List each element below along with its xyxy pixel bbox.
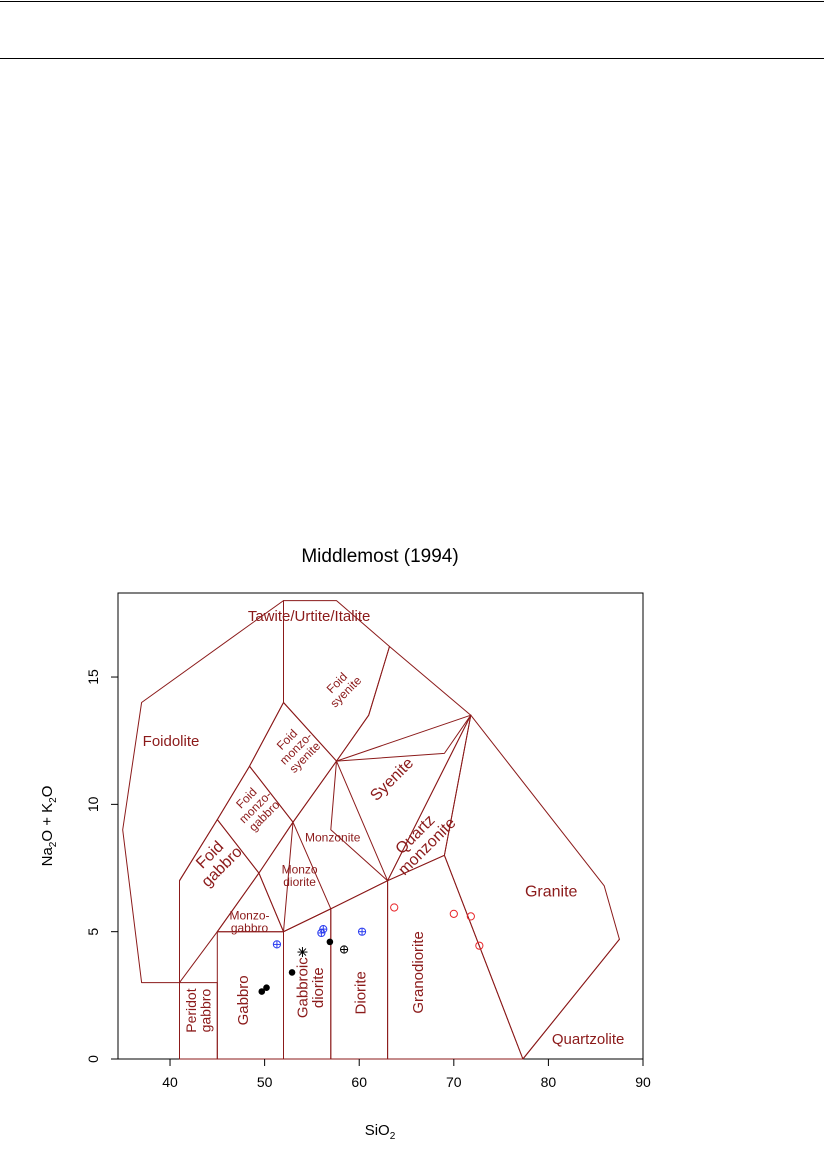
y-axis-label-part-1: 2 [48, 841, 59, 847]
field-label-monzo-gabbro: Monzo-gabbro [229, 908, 269, 935]
field-label-gabbroic-diorite: Gabbroicdiorite [294, 957, 327, 1018]
field-label-granodiorite: Granodiorite [410, 931, 427, 1014]
field-label-line: Quartzolite [552, 1031, 625, 1048]
field-label-line: Diorite [353, 971, 370, 1014]
y-axis-label-part-2: O + K [39, 803, 56, 842]
x-tick-label: 50 [257, 1074, 273, 1090]
sample-point-circle-plus [272, 940, 282, 949]
field-label-gabbro: Gabbro [235, 975, 252, 1025]
field-label-foidolite: Foidolite [143, 733, 200, 750]
y-tick-label: 15 [85, 669, 101, 685]
sample-point-circle-plus [357, 927, 367, 936]
field-label-line: Granite [525, 884, 578, 901]
y-tick-label: 0 [85, 1055, 101, 1063]
x-tick-label: 90 [635, 1074, 651, 1090]
field-label-line: Peridot [183, 988, 199, 1032]
field-label-line: Tawite/Urtite/Italite [248, 608, 371, 625]
field-label-foid-monzo-gabbro: Foidmonzo-gabbro [227, 779, 283, 835]
field-foid-gabbro [179, 819, 260, 984]
header-rule-top [0, 1, 824, 2]
field-label-peridot-gabbro: Peridotgabbro [183, 988, 214, 1032]
y-axis-label-part-4: O [39, 786, 56, 798]
field-label-tawite-urtite-italite: Tawite/Urtite/Italite [248, 608, 371, 625]
field-label-foid-gabbro: Foidgabbro [187, 832, 246, 891]
field-label-line: gabbro [198, 989, 214, 1033]
sample-point-circle-plus [317, 928, 326, 938]
x-tick-label: 40 [162, 1074, 178, 1090]
field-label-diorite: Diorite [353, 971, 370, 1014]
sample-point-open-circle [449, 909, 458, 918]
field-label-syenite: Syenite [367, 755, 417, 805]
y-tick-label: 5 [85, 928, 101, 936]
field-granodiorite [387, 854, 524, 1060]
sample-point-asterisk [297, 947, 308, 958]
field-label-line: Gabbroic [294, 957, 311, 1018]
field-label-line: Monzo- [229, 908, 269, 922]
chart-title: Middlemost (1994) [301, 546, 458, 567]
field-label-line: diorite [283, 875, 316, 889]
field-quartzolite [522, 938, 620, 1060]
x-tick-label: 60 [351, 1074, 367, 1090]
field-label-line: gabbro [231, 921, 269, 935]
y-axis-label-part-0: Na [39, 847, 56, 867]
y-axis-label: Na2O + K2O [39, 786, 59, 867]
field-label-foid-syenite: Foidsyenite [318, 664, 364, 710]
field-label-line: diorite [310, 967, 327, 1008]
sample-point-filled-circle [326, 938, 334, 946]
y-axis-label-part-3: 2 [48, 797, 59, 803]
axes: 40 50 60 70 80 90 0 5 10 15 [85, 669, 651, 1090]
sample-point-filled-circle [258, 988, 266, 995]
sample-point-filled-circle [263, 984, 270, 991]
field-label-quartzolite: Quartzolite [552, 1031, 625, 1048]
sample-point-filled-circle [288, 969, 296, 976]
field-diorite [330, 880, 389, 1060]
field-label-line: Monzo [282, 863, 318, 877]
field-label-foid-monzo-syenite: Foidmonzo-syenite [268, 720, 324, 776]
field-label-line: Granodiorite [410, 931, 427, 1014]
sample-point-circle-plus [339, 945, 349, 954]
sample-point-open-circle [466, 912, 475, 921]
y-tick-label: 10 [85, 796, 101, 812]
field-label-line: Monzonite [305, 831, 361, 845]
field-foid-syenite [336, 646, 472, 762]
x-tick-label: 70 [446, 1074, 462, 1090]
field-boundaries [122, 600, 620, 1060]
sample-point-open-circle [390, 903, 399, 912]
field-label-granite: Granite [525, 884, 578, 901]
x-tick-label: 80 [541, 1074, 557, 1090]
x-axis-label-sub: 2 [390, 1131, 396, 1142]
sample-points [258, 903, 484, 995]
x-axis-label-base: SiO [365, 1122, 390, 1139]
header-rule-bottom [0, 58, 824, 59]
field-label-line: Syenite [367, 755, 417, 805]
field-label-line: Foidolite [143, 733, 200, 750]
field-label-line: Gabbro [235, 975, 252, 1025]
x-axis-label: SiO2 [365, 1122, 396, 1142]
field-label-monzonite: Monzonite [305, 831, 361, 845]
sample-point-open-circle [475, 941, 484, 950]
